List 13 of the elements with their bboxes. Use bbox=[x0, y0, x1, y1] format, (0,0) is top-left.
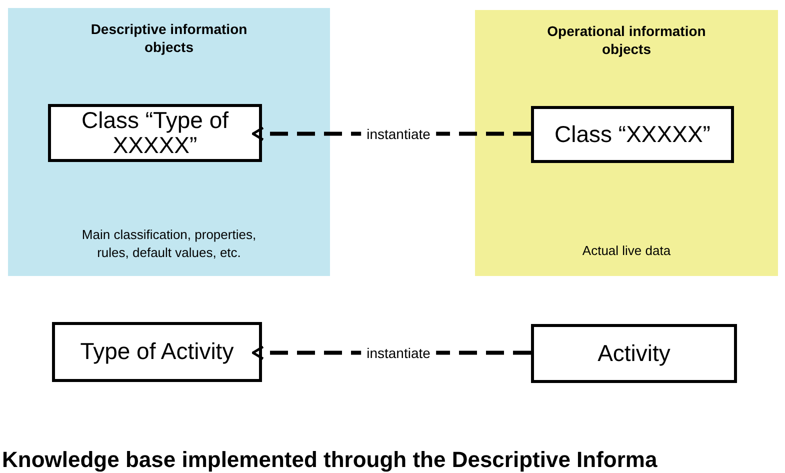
class-box: Activity bbox=[531, 324, 737, 383]
group-panel bbox=[8, 8, 330, 276]
class-box: Class “Type of XXXXX” bbox=[48, 104, 262, 162]
panel-heading: Operational information objects bbox=[546, 22, 707, 58]
class-box: Type of Activity bbox=[52, 322, 262, 382]
panel-note: Main classification, properties, rules, default values, etc. bbox=[80, 226, 258, 262]
class-box: Class “XXXXX” bbox=[531, 106, 734, 163]
panel-heading: Descriptive information objects bbox=[90, 20, 248, 56]
panel-note: Actual live data bbox=[581, 242, 672, 260]
group-panel bbox=[475, 10, 778, 276]
caption: Knowledge base implemented through the Descriptive Informa bbox=[2, 447, 658, 473]
edge-label: instantiate bbox=[360, 126, 436, 142]
edge-label: instantiate bbox=[360, 344, 436, 361]
